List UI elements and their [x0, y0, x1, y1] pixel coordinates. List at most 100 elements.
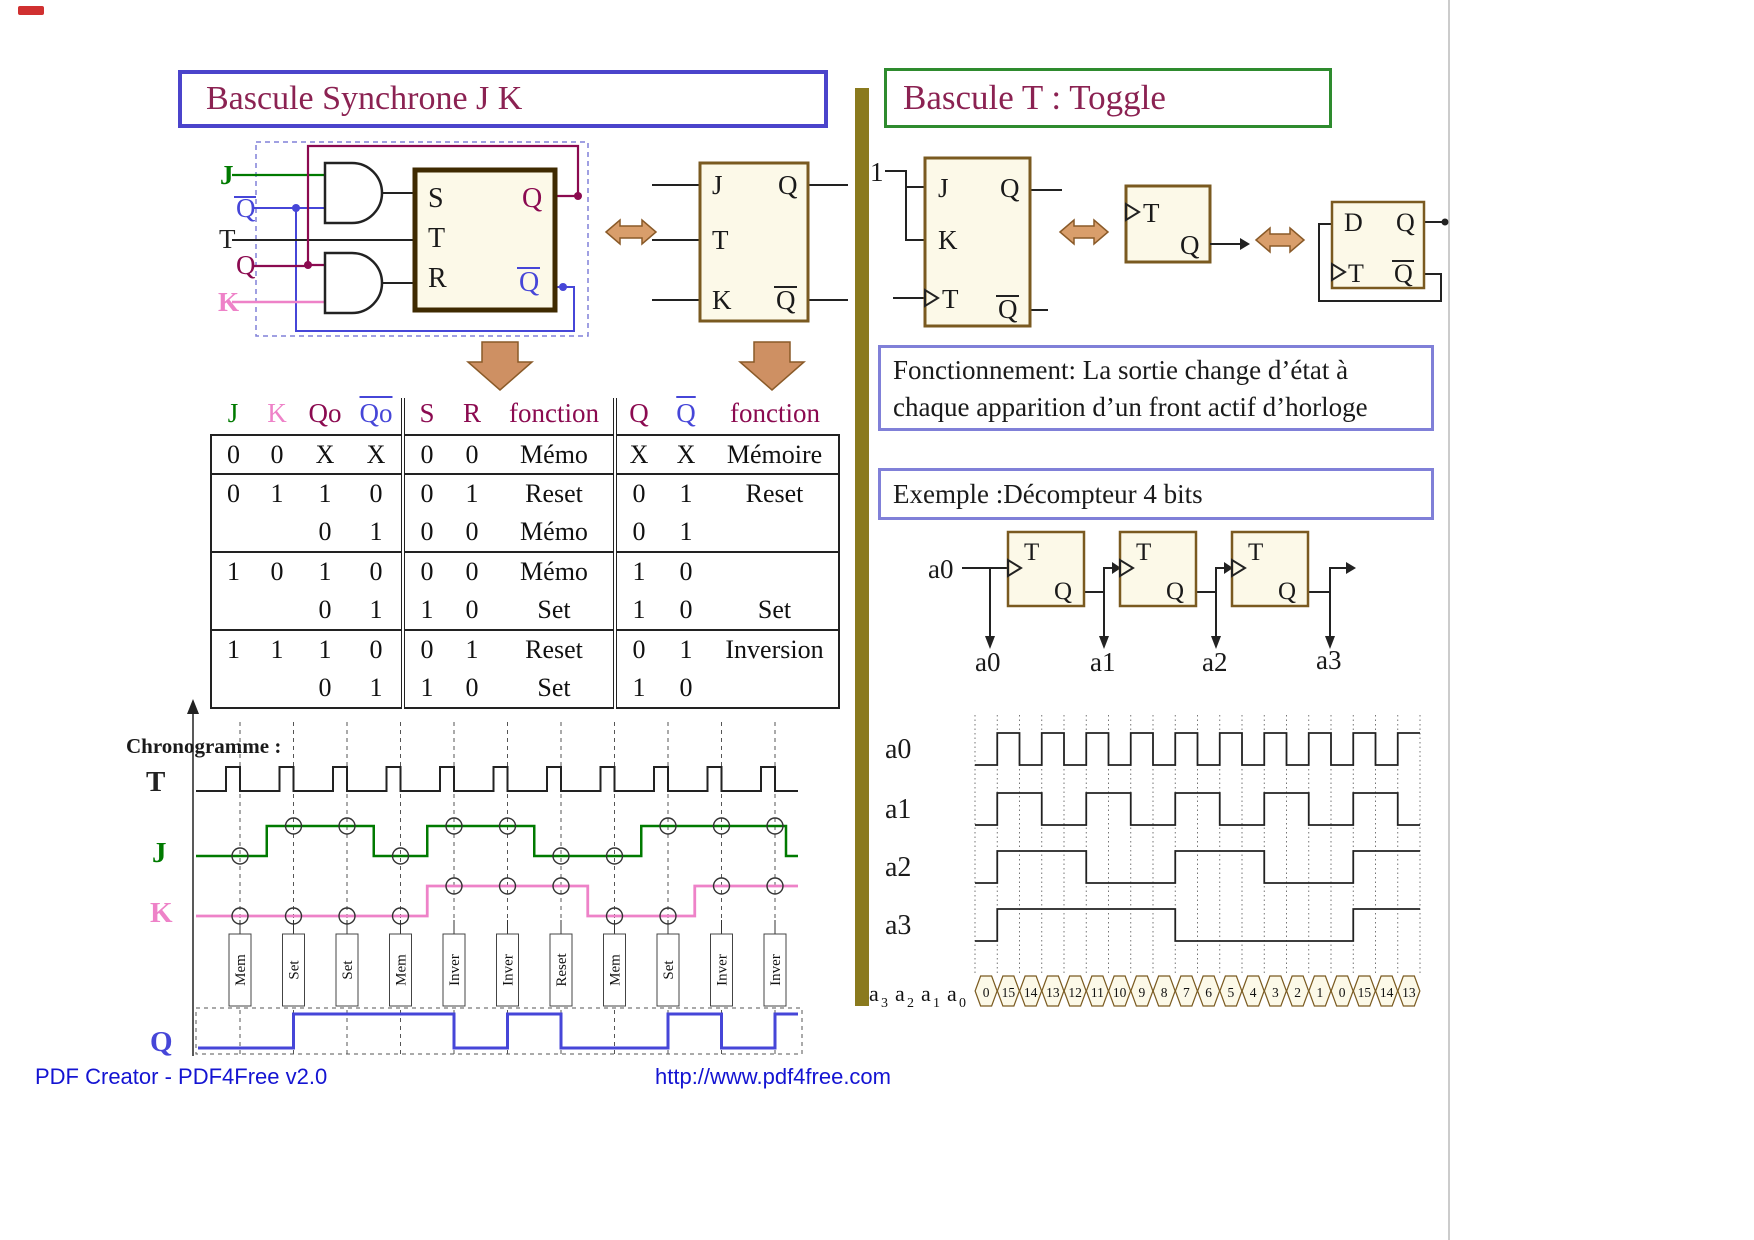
- annotation-tag: [656, 933, 680, 1007]
- countdown-value: 5: [1228, 985, 1235, 1000]
- wires: [885, 170, 1062, 311]
- wave-label-a3: a3: [885, 910, 911, 941]
- table-cell: X: [613, 435, 661, 474]
- table-cell: Inversion: [711, 629, 840, 669]
- annotation-tag: [710, 933, 733, 1007]
- constant-one-label: 1: [870, 157, 884, 187]
- waveform-a1: [975, 792, 1420, 826]
- countdown-value: 13: [1402, 985, 1416, 1000]
- dff-q-label: Q: [1396, 208, 1415, 237]
- sample-circle: [445, 817, 463, 835]
- table-cell: 0: [613, 629, 661, 669]
- countdown-value: 10: [1113, 985, 1127, 1000]
- sample-circle: [231, 847, 249, 865]
- tff-t-label: T: [1143, 198, 1160, 228]
- table-cell: 0: [401, 513, 449, 552]
- annotation-label: Mem: [233, 954, 249, 986]
- waveform-k: [196, 884, 798, 918]
- arrowhead-icon: [1325, 636, 1335, 649]
- table-cell: Set: [495, 669, 615, 709]
- pdf4free-link[interactable]: http://www.pdf4free.com: [655, 1064, 891, 1089]
- clock-triangle-icon: [1007, 558, 1023, 578]
- table-cell: [711, 669, 840, 709]
- table-cell: Mémoire: [711, 435, 840, 474]
- table-cell: 0: [401, 551, 449, 591]
- table-cell: [711, 513, 840, 552]
- arrowhead-icon: [1224, 562, 1233, 574]
- jk-qbar-label: Q: [998, 294, 1018, 324]
- table-cell: 0: [210, 473, 255, 513]
- waveform-a0: [975, 732, 1420, 766]
- table-cell: 0: [318, 595, 332, 624]
- table-cell: 1: [661, 629, 711, 669]
- counter-out-a0: a0: [975, 647, 1000, 677]
- annotation-label: Mem: [394, 954, 410, 986]
- counter-circuit: a0 T Q T Q: [928, 530, 1356, 677]
- annotation-tag: [389, 933, 412, 1007]
- down-arrow-icon: [738, 341, 806, 391]
- scan-artifact: [18, 6, 44, 15]
- table-cell: 1: [299, 473, 351, 513]
- countdown-value: 3: [1272, 985, 1279, 1000]
- annotation-label: Mem: [608, 954, 624, 986]
- table-cell: 1: [255, 473, 299, 513]
- table-cell: 0: [351, 629, 403, 669]
- tff-q-label: Q: [1180, 230, 1200, 260]
- sample-circle: [338, 817, 356, 835]
- clock-triangle-icon: [1331, 262, 1347, 282]
- bus-label-sub: 1: [933, 996, 940, 1011]
- symbol-q-label: Q: [778, 170, 798, 200]
- table-cell: [210, 513, 255, 552]
- table-cell: 0: [465, 517, 479, 546]
- sample-circle: [284, 817, 303, 835]
- countdown-value: 6: [1205, 985, 1212, 1000]
- truth-header: K: [255, 398, 299, 436]
- annotation-tag: [603, 933, 626, 1007]
- latch-t-label: T: [428, 223, 445, 254]
- table-cell: 0: [661, 669, 711, 709]
- table-cell: 0: [401, 435, 449, 474]
- truth-header: Q: [613, 398, 661, 436]
- t-ff-stage: T Q: [1230, 530, 1310, 608]
- wave-label-a2: a2: [885, 852, 911, 883]
- t-ff-stage: T Q: [1006, 530, 1086, 608]
- table-cell: 1: [401, 591, 449, 630]
- table-cell: [210, 591, 255, 630]
- down-arrow-icon: [466, 341, 534, 391]
- left-title-box: Bascule Synchrone J K: [178, 70, 828, 128]
- bus-label-sub: 2: [907, 996, 914, 1011]
- waveform-t: [196, 766, 798, 792]
- table-cell: 1: [351, 669, 403, 709]
- table-cell: [255, 591, 299, 630]
- str-latch-box: [412, 167, 558, 313]
- table-cell: 0: [449, 669, 495, 709]
- section-divider: [855, 88, 869, 1006]
- table-cell: 1: [679, 517, 693, 546]
- annotation-label: Set: [287, 960, 303, 980]
- annotation-tag: [549, 933, 573, 1007]
- jk-ff-box: [923, 156, 1032, 328]
- countdown-value: 13: [1046, 985, 1060, 1000]
- bus-label: a: [895, 981, 905, 1006]
- table-cell: 1: [449, 473, 495, 513]
- table-cell: X: [676, 439, 696, 469]
- table-cell: Mémo: [495, 551, 615, 591]
- table-cell: 1: [299, 551, 351, 591]
- signal-q-label: Q: [150, 1026, 173, 1058]
- table-cell: 1: [613, 551, 661, 591]
- annotation-tag: [442, 933, 466, 1007]
- countdown-value: 11: [1091, 985, 1104, 1000]
- table-cell: 0: [449, 551, 495, 591]
- annotation-tag: [335, 933, 359, 1007]
- latch-r-label: R: [428, 263, 447, 294]
- latch-s-label: S: [428, 183, 444, 214]
- signal-k-label: K: [150, 897, 173, 929]
- clock-triangle-icon: [1119, 558, 1135, 578]
